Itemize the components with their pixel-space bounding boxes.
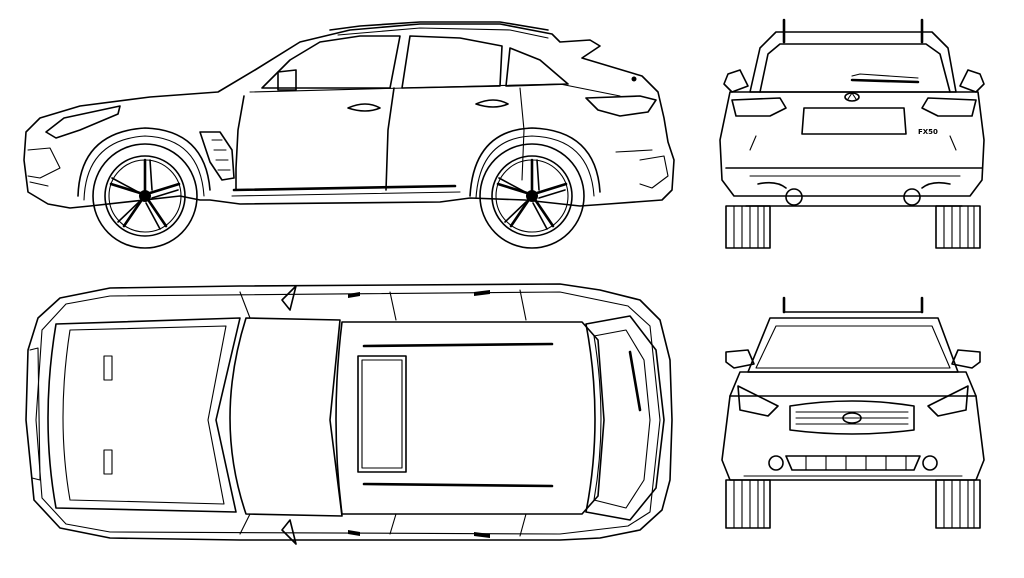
sunroof [357, 355, 407, 473]
right-taillight [921, 97, 977, 117]
infiniti-emblem-front-icon [842, 412, 862, 424]
front-door-window [261, 35, 401, 89]
rear-view: FX50 [719, 18, 985, 249]
headlight [45, 105, 121, 139]
side-view [23, 21, 675, 249]
rear-door-handle [475, 99, 509, 108]
model-badge: FX50 [918, 128, 938, 136]
right-mirror [281, 519, 297, 545]
taillight [585, 95, 657, 117]
right-headlight [927, 385, 969, 417]
right-exhaust [903, 188, 921, 206]
right-fog-light [922, 455, 938, 471]
left-mirror [281, 285, 297, 311]
left-fog-light [768, 455, 784, 471]
rear-window [585, 315, 665, 521]
infiniti-emblem-icon [844, 92, 860, 102]
windshield [229, 317, 343, 517]
front-left-tire [725, 479, 771, 529]
front-right-tire [935, 479, 981, 529]
rear-right-tire [935, 205, 981, 249]
left-exhaust [785, 188, 803, 206]
rear-left-tire [725, 205, 771, 249]
roof [335, 321, 605, 515]
fender-vent [199, 131, 235, 181]
front-wheel [92, 143, 198, 249]
rear-wheel [479, 143, 585, 249]
top-view [25, 283, 673, 545]
hood [47, 317, 241, 513]
side-mirror [277, 69, 297, 91]
front-door-handle [347, 103, 381, 112]
left-headlight [737, 385, 779, 417]
front-view [721, 296, 985, 529]
left-taillight [731, 97, 787, 117]
plate-recess [801, 107, 907, 135]
quarter-window [505, 47, 569, 87]
grille [789, 400, 915, 435]
rear-door-window [401, 35, 503, 89]
